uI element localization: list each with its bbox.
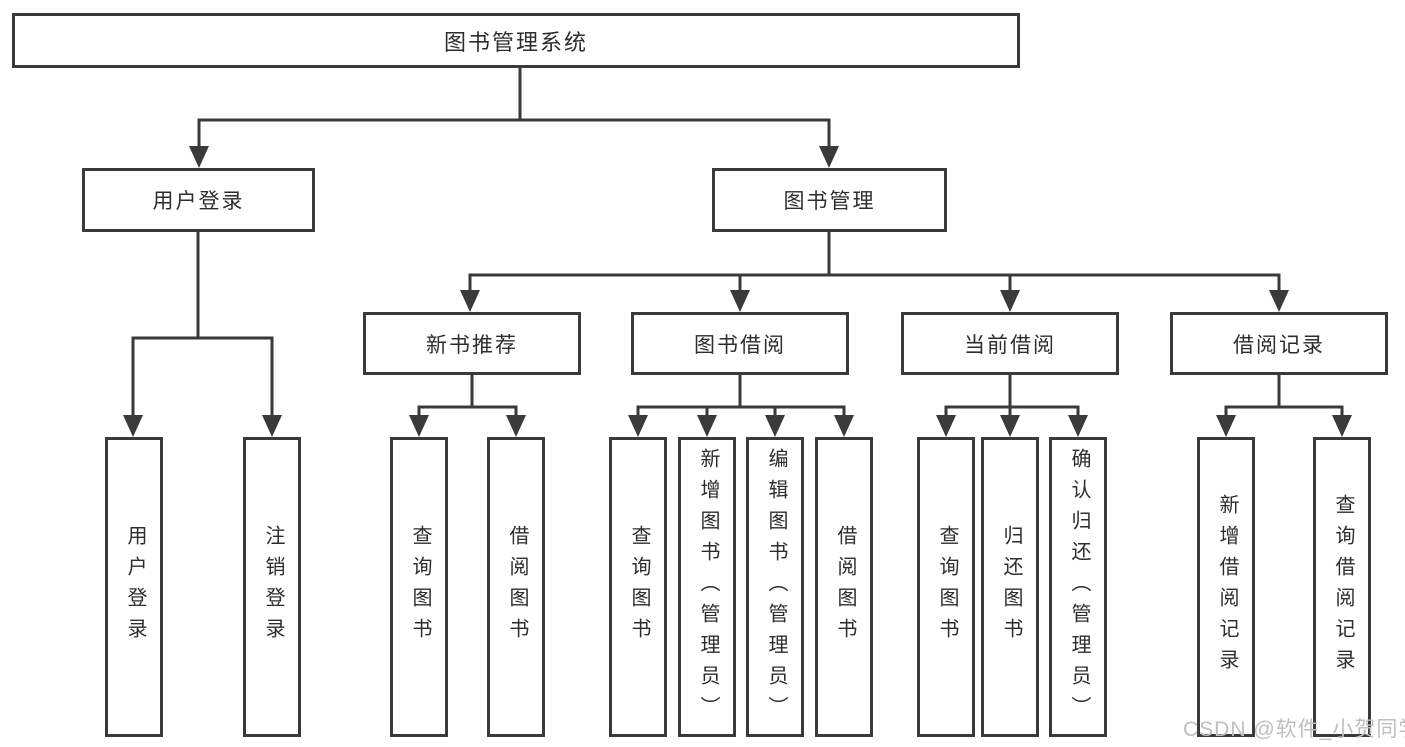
arrow-down-icon (1332, 415, 1352, 437)
connector-line (944, 375, 1080, 416)
arrow-down-icon (1000, 415, 1020, 437)
arrow-down-icon (1269, 290, 1289, 312)
connector-line (1224, 375, 1344, 416)
arrow-down-icon (834, 415, 854, 437)
arrow-down-icon (506, 415, 526, 437)
leaf-query-books: 查询图书 (609, 437, 667, 737)
node-current-borrowing: 当前借阅 (901, 312, 1119, 375)
connector-line (131, 232, 274, 416)
node-new-book-recommendation: 新书推荐 (363, 312, 581, 375)
leaf-confirm-return-admin: 确认归还（管理员） (1049, 437, 1107, 737)
arrow-down-icon (1000, 290, 1020, 312)
leaf-edit-books-admin: 编辑图书（管理员） (746, 437, 804, 737)
arrow-down-icon (628, 415, 648, 437)
arrow-down-icon (1068, 415, 1088, 437)
node-library-management-system: 图书管理系统 (12, 13, 1020, 68)
leaf-add-borrow-record: 新增借阅记录 (1197, 437, 1255, 737)
leaf-query-books: 查询图书 (917, 437, 975, 737)
arrow-down-icon (460, 290, 480, 312)
arrow-down-icon (409, 415, 429, 437)
arrow-down-icon (123, 415, 143, 437)
node-book-borrowing: 图书借阅 (631, 312, 849, 375)
watermark: CSDN @软件_小贺同学 (1183, 718, 1405, 741)
connector-line (636, 375, 846, 416)
arrow-down-icon (936, 415, 956, 437)
connector-line (468, 232, 1281, 291)
leaf-add-books-admin: 新增图书（管理员） (678, 437, 736, 737)
node-book-management: 图书管理 (712, 168, 947, 232)
arrow-down-icon (262, 415, 282, 437)
leaf-return-books: 归还图书 (981, 437, 1039, 737)
node-user-login: 用户登录 (82, 168, 315, 232)
leaf-query-borrow-record: 查询借阅记录 (1313, 437, 1371, 737)
arrow-down-icon (765, 415, 785, 437)
connector-line (197, 68, 831, 147)
arrow-down-icon (189, 146, 209, 168)
leaf-user-login: 用户登录 (105, 437, 163, 737)
leaf-logout: 注销登录 (243, 437, 301, 737)
arrow-down-icon (819, 146, 839, 168)
arrow-down-icon (1216, 415, 1236, 437)
leaf-borrow-books: 借阅图书 (815, 437, 873, 737)
node-borrowing-records: 借阅记录 (1170, 312, 1388, 375)
arrow-down-icon (697, 415, 717, 437)
leaf-query-books: 查询图书 (390, 437, 448, 737)
connector-line (417, 375, 518, 416)
leaf-borrow-books: 借阅图书 (487, 437, 545, 737)
arrow-down-icon (730, 290, 750, 312)
